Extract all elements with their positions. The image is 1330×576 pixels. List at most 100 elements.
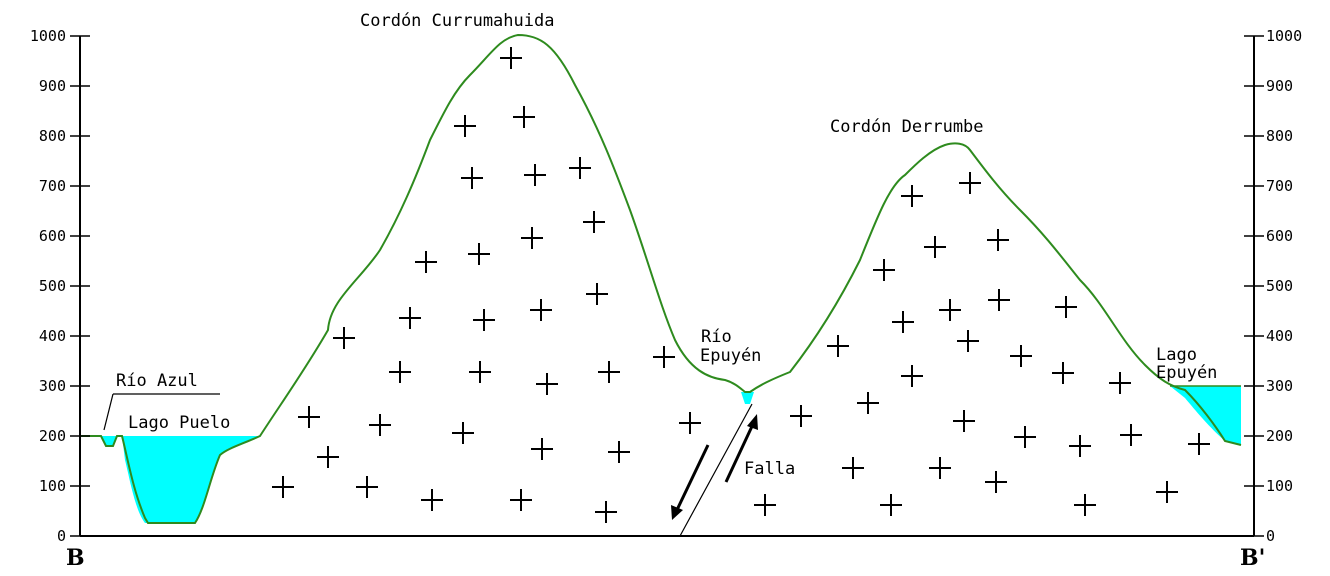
rock-cross-symbol (1010, 345, 1032, 367)
rock-cross-symbol (421, 489, 443, 511)
rock-cross-symbol (1069, 435, 1091, 457)
rio-azul-label: Río Azul (116, 371, 198, 391)
rock-cross-symbol (901, 365, 923, 387)
rock-cross-symbol (595, 501, 617, 523)
rock-cross-symbol (415, 251, 437, 273)
lago-epuyen-water (1170, 386, 1241, 445)
fault-arrow-down-head (671, 505, 683, 520)
right-tick-label: 900 (1266, 77, 1293, 95)
rock-cross-symbol (924, 236, 946, 258)
peak-left-label: Cordón Currumahuida (360, 11, 554, 31)
rock-cross-symbol (500, 47, 522, 69)
rock-cross-symbol (901, 185, 923, 207)
rock-cross-symbol (608, 441, 630, 463)
right-tick-label: 100 (1266, 477, 1293, 495)
rock-cross-symbol (892, 311, 914, 333)
rock-cross-symbol (454, 115, 476, 137)
rock-cross-symbol (790, 405, 812, 427)
fault-line (679, 403, 753, 537)
rock-cross-symbol (369, 414, 391, 436)
rock-cross-symbol (536, 373, 558, 395)
rock-cross-symbol (953, 410, 975, 432)
rock-cross-symbol (857, 392, 879, 414)
lago-puelo-label: Lago Puelo (128, 413, 230, 433)
rock-cross-symbol (985, 471, 1007, 493)
right-tick-label: 300 (1266, 377, 1293, 395)
rock-cross-symbol (939, 299, 961, 321)
right-tick-label: 800 (1266, 127, 1293, 145)
fault-arrow-up (724, 421, 756, 483)
rock-cross-symbol (1120, 424, 1142, 446)
rio-epuyen-label-line2: Epuyén (700, 346, 761, 366)
rock-cross-symbol (873, 259, 895, 281)
rock-cross-symbol (754, 494, 776, 516)
lago-epuyen-label-line1: Lago (1156, 345, 1197, 365)
fault-label: Falla (744, 459, 795, 479)
rock-cross-symbol (1188, 433, 1210, 455)
rock-cross-symbol (827, 335, 849, 357)
rock-cross-symbol (959, 172, 981, 194)
rock-cross-symbol (569, 157, 591, 179)
section-start-label: B (66, 545, 85, 571)
right-tick-label: 200 (1266, 427, 1293, 445)
rio-epuyen-water (741, 392, 754, 404)
rock-cross-symbol (510, 489, 532, 511)
rock-cross-symbol (679, 412, 701, 434)
rock-cross-symbol (1109, 372, 1131, 394)
rock-cross-symbol (957, 330, 979, 352)
left-tick-label: 200 (39, 427, 66, 445)
rock-symbols (272, 47, 1210, 523)
fault-arrow-down (674, 444, 710, 513)
left-tick-label: 0 (57, 527, 66, 545)
rock-cross-symbol (298, 406, 320, 428)
rock-cross-symbol (452, 422, 474, 444)
right-tick-label: 600 (1266, 227, 1293, 245)
section-end-label: B' (1240, 545, 1265, 571)
rock-cross-symbol (929, 457, 951, 479)
rock-cross-symbol (1156, 481, 1178, 503)
right-tick-label: 700 (1266, 177, 1293, 195)
rock-cross-symbol (530, 299, 552, 321)
left-tick-label: 100 (39, 477, 66, 495)
rock-cross-symbol (468, 243, 490, 265)
rock-cross-symbol (399, 307, 421, 329)
right-tick-label: 0 (1266, 527, 1275, 545)
rock-cross-symbol (272, 476, 294, 498)
rock-cross-symbol (469, 361, 491, 383)
left-tick-label: 800 (39, 127, 66, 145)
rock-cross-symbol (461, 167, 483, 189)
left-tick-label: 700 (39, 177, 66, 195)
rock-cross-symbol (653, 346, 675, 368)
lago-epuyen-label-line2: Epuyén (1156, 363, 1217, 383)
rock-cross-symbol (513, 106, 535, 128)
left-tick-label: 400 (39, 327, 66, 345)
left-tick-label: 900 (39, 77, 66, 95)
rock-cross-symbol (356, 476, 378, 498)
rock-cross-symbol (531, 438, 553, 460)
rock-cross-symbol (1014, 426, 1036, 448)
rock-cross-symbol (880, 494, 902, 516)
peak-right-label: Cordón Derrumbe (830, 117, 984, 137)
right-tick-label: 500 (1266, 277, 1293, 295)
rock-cross-symbol (1052, 362, 1074, 384)
rock-cross-symbol (583, 211, 605, 233)
left-tick-label: 500 (39, 277, 66, 295)
rock-cross-symbol (842, 457, 864, 479)
rock-cross-symbol (473, 309, 495, 331)
left-tick-label: 300 (39, 377, 66, 395)
rock-cross-symbol (389, 361, 411, 383)
rock-cross-symbol (598, 361, 620, 383)
rock-cross-symbol (521, 227, 543, 249)
terrain-profile (80, 33, 1242, 524)
right-tick-label: 1000 (1266, 27, 1302, 45)
right-tick-label: 400 (1266, 327, 1293, 345)
fault-arrow-up-head (747, 414, 758, 430)
left-tick-label: 1000 (30, 27, 66, 45)
rock-cross-symbol (586, 283, 608, 305)
rock-cross-symbol (1055, 296, 1077, 318)
rock-cross-symbol (988, 289, 1010, 311)
rock-cross-symbol (1074, 494, 1096, 516)
